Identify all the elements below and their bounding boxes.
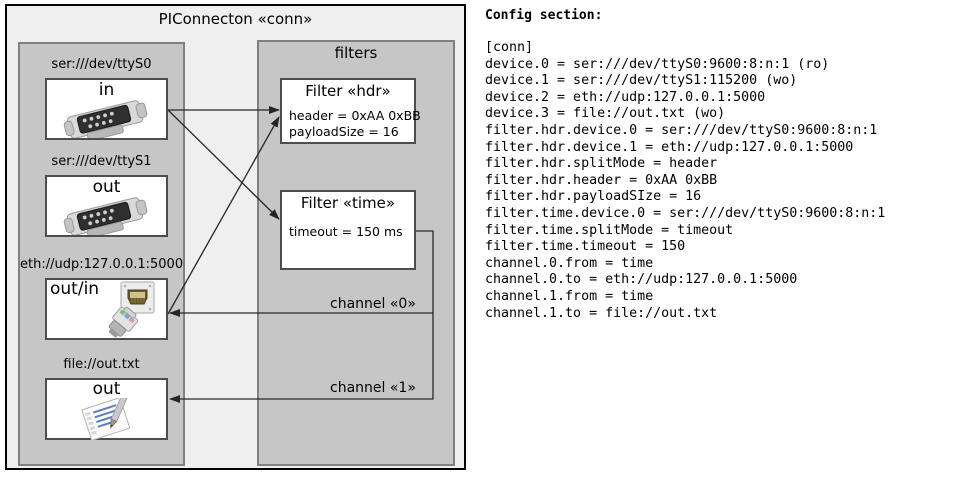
- filter-hdr-attr-header: header = 0xAA 0xBB: [289, 108, 421, 123]
- edge-eth-to-hdr: [167, 116, 280, 315]
- filter-box-hdr[interactable]: [280, 78, 416, 144]
- device-label-file-out: file://out.txt: [63, 357, 140, 372]
- edge-channel0-to-eth: [169, 230, 434, 317]
- edge-channel1-to-file: [169, 313, 434, 403]
- device-io-ser-ttys0: in: [98, 80, 115, 100]
- device-label-eth-udp: eth://udp:127.0.0.1:5000: [20, 257, 184, 272]
- config-section: Config section: [conn]device.0 = ser:///…: [482, 0, 964, 484]
- config-line: filter.time.device.0 = ser:///dev/ttyS0:…: [485, 205, 886, 221]
- config-line: device.0 = ser:///dev/ttyS0:9600:8:n:1 (…: [485, 56, 830, 72]
- architecture-diagram: PIConnecton «conn» filters ser:///dev/tt…: [0, 0, 478, 484]
- config-line: [conn]: [485, 40, 534, 55]
- filter-hdr-attr-payloadsize: payloadSize = 16: [289, 124, 399, 139]
- config-line: filter.time.timeout = 150: [485, 239, 686, 255]
- config-heading: Config section:: [485, 8, 603, 23]
- config-line: filter.time.splitMode = timeout: [485, 222, 734, 238]
- channel-0-label: channel «0»: [330, 296, 416, 312]
- config-line: filter.hdr.payloadSIze = 16: [485, 189, 702, 205]
- config-line: filter.hdr.device.1 = eth://udp:127.0.0.…: [485, 139, 854, 155]
- device-io-file-out: out: [92, 379, 121, 399]
- filter-time-title: Filter «time»: [300, 194, 396, 212]
- config-line: device.3 = file://out.txt (wo): [485, 106, 726, 122]
- diagram-connectors: [167, 106, 434, 403]
- config-line: filter.hdr.splitMode = header: [485, 156, 718, 172]
- device-io-eth-udp: out/in: [50, 279, 100, 299]
- config-line: channel.0.from = time: [485, 255, 654, 271]
- diagram-title: PIConnecton «conn»: [158, 10, 313, 28]
- config-line: filter.hdr.header = 0xAA 0xBB: [485, 172, 718, 188]
- filters-panel-title: filters: [334, 44, 378, 62]
- filter-time-attr-timeout: timeout = 150 ms: [289, 224, 403, 239]
- config-line: channel.1.from = time: [485, 288, 654, 304]
- device-io-ser-ttys1: out: [92, 177, 121, 197]
- config-line: device.1 = ser:///dev/ttyS1:115200 (wo): [485, 73, 798, 89]
- device-label-ser-ttys0: ser:///dev/ttyS0: [51, 57, 152, 72]
- config-text-block: [conn]device.0 = ser:///dev/ttyS0:9600:8…: [485, 40, 885, 322]
- channel-1-label: channel «1»: [330, 380, 416, 396]
- filter-box-time[interactable]: [280, 190, 416, 270]
- config-line: channel.1.to = file://out.txt: [485, 305, 718, 321]
- config-line: channel.0.to = eth://udp:127.0.0.1:5000: [485, 272, 798, 288]
- filter-hdr-title: Filter «hdr»: [305, 82, 391, 100]
- device-label-ser-ttys1: ser:///dev/ttyS1: [51, 154, 152, 169]
- config-line: filter.hdr.device.0 = ser:///dev/ttyS0:9…: [485, 122, 878, 138]
- edge-ttys0-to-time: [167, 109, 280, 220]
- config-line: device.2 = eth://udp:127.0.0.1:5000: [485, 89, 766, 105]
